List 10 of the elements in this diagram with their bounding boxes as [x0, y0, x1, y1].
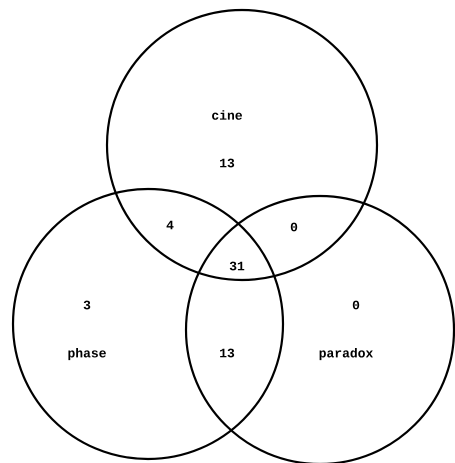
region-count: 0	[290, 222, 298, 232]
set-label: cine	[212, 110, 242, 120]
region-count: 0	[352, 300, 360, 310]
region-count: 31	[230, 262, 244, 270]
region-count: 4	[166, 220, 174, 230]
region-count: 3	[84, 300, 90, 310]
set-label: phase	[68, 348, 106, 360]
region-count: 13	[220, 348, 234, 358]
region-count: 13	[220, 158, 234, 168]
set-label: paradox	[320, 348, 373, 360]
